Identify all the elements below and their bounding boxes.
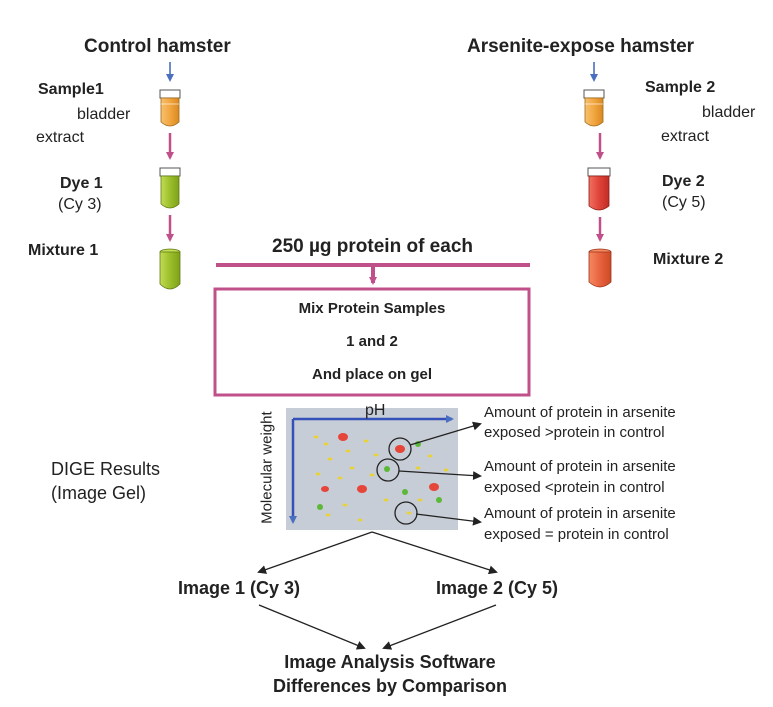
gel-ph-label: pH	[365, 402, 386, 419]
software-line2: Differences by Comparison	[272, 676, 508, 696]
software-line1: Image Analysis Software	[284, 652, 496, 672]
image1-to-software-arrow	[258, 604, 366, 650]
mixture2-tube-icon	[588, 248, 612, 288]
right-dye-sub-label: (Cy 5)	[662, 194, 706, 211]
right-bladder-label: bladder	[702, 104, 756, 121]
mixture1-tube-icon	[159, 248, 181, 290]
right-extract-label: extract	[661, 128, 710, 145]
spot-circle-increase	[388, 437, 412, 461]
spot-circle-decrease	[376, 458, 400, 482]
annotation-arrow-2	[398, 470, 482, 481]
mix-box-line3: And place on gel	[311, 366, 432, 383]
annotation-2-line1: Amount of protein in arsenite	[484, 458, 676, 475]
sample1-tube-icon	[159, 89, 181, 127]
image1-label: Image 1 (Cy 3)	[178, 578, 301, 598]
dye2-tube-icon	[587, 167, 611, 211]
mix-box-line1: Mix Protein Samples	[298, 300, 446, 317]
annotation-3-line2: exposed = protein in control	[484, 526, 669, 543]
left-dye-label: Dye 1	[60, 175, 103, 192]
left-bladder-label: bladder	[77, 106, 131, 123]
spot-circle-equal	[394, 501, 418, 525]
gel-mw-label: Molecular weight	[258, 411, 276, 524]
mix-box	[213, 287, 531, 397]
annotation-2-line2: exposed <protein in control	[484, 479, 665, 496]
annotation-1-line2: exposed >protein in control	[484, 424, 665, 441]
protein-amount-label: 250 µg protein of each	[272, 236, 473, 257]
gel-to-image1-arrow	[257, 531, 373, 574]
left-title: Control hamster	[84, 36, 231, 57]
right-title: Arsenite-expose hamster	[467, 36, 695, 57]
annotation-arrow-3	[415, 513, 482, 526]
left-mixture-label: Mixture 1	[28, 242, 99, 259]
annotation-3-line1: Amount of protein in arsenite	[484, 505, 676, 522]
left-dye-sub-label: (Cy 3)	[58, 196, 102, 213]
annotation-1-line1: Amount of protein in arsenite	[484, 404, 676, 421]
dye1-tube-icon	[159, 167, 181, 209]
results-title: DIGE Results	[51, 459, 161, 479]
image2-label: Image 2 (Cy 5)	[436, 578, 559, 598]
right-sample-label: Sample 2	[645, 79, 716, 96]
right-dye-label: Dye 2	[662, 173, 705, 190]
annotation-arrow-1	[409, 421, 482, 446]
image2-to-software-arrow	[382, 604, 497, 650]
gel-to-image2-arrow	[371, 531, 498, 575]
gel-image	[286, 408, 458, 530]
sample2-tube-icon	[583, 89, 605, 127]
results-subtitle: (Image Gel)	[51, 483, 147, 503]
mix-box-line2: 1 and 2	[346, 333, 398, 350]
right-mixture-label: Mixture 2	[653, 251, 724, 268]
left-extract-label: extract	[36, 129, 85, 146]
left-sample-label: Sample1	[38, 81, 104, 98]
